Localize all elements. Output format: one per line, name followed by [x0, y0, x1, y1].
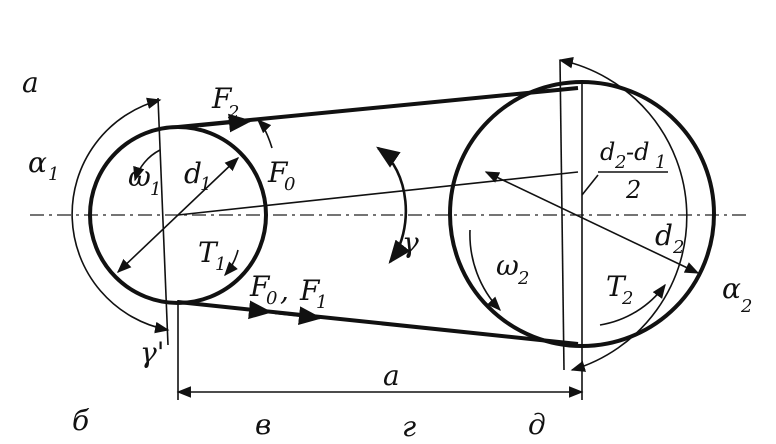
omega2-arrow	[469, 229, 501, 312]
label-T1: T	[198, 236, 219, 269]
label-omega2-sub: 2	[517, 268, 529, 289]
label-T1-sub: 1	[215, 254, 226, 275]
small-pulley-vertical-line	[157, 97, 169, 346]
label-T2-sub: 2	[621, 288, 633, 309]
T2-arrow	[599, 283, 666, 326]
alpha1-arc	[71, 97, 170, 334]
T1-arrow	[224, 249, 239, 277]
label-d2-sub: 2	[672, 237, 684, 258]
label-point-v: в	[255, 408, 271, 441]
fraction-num-d2-sub: 2	[614, 152, 626, 173]
fraction-num-d2: d	[600, 138, 615, 166]
F1-bottom-arrow	[274, 306, 323, 325]
label-alpha2-sub: 2	[740, 296, 752, 317]
label-alpha2: α	[722, 272, 741, 305]
d2-diameter-arrow	[484, 171, 700, 274]
alpha2-arc	[558, 57, 688, 372]
fraction-minus-d: -d	[626, 138, 649, 166]
label-F0-top-sub: 0	[284, 174, 295, 195]
gamma-arc	[376, 146, 411, 264]
label-F0-top: F	[267, 156, 289, 189]
d1-diameter-arrow	[116, 157, 240, 273]
label-d2: d	[655, 219, 673, 252]
label-T2: T	[606, 270, 627, 303]
label-panel-a: а	[22, 66, 39, 99]
fraction-num-d1-sub: 1	[655, 152, 666, 173]
label-F2: F	[211, 82, 233, 115]
label-omega2: ω	[496, 249, 519, 282]
omega1-arrow	[133, 149, 161, 182]
label-omega1-sub: 1	[150, 179, 161, 200]
label-gamma-prime: γ'	[140, 336, 164, 369]
offset-line	[177, 171, 579, 216]
label-d1-sub: 1	[200, 174, 211, 195]
label-F1: F	[299, 274, 321, 307]
label-F2-sub: 2	[227, 102, 239, 123]
fraction-denominator: 2	[625, 176, 641, 204]
label-center-distance: a	[383, 359, 400, 392]
label-point-d: д	[528, 408, 546, 441]
label-comma: ,	[280, 274, 289, 307]
label-point-g: г	[402, 410, 416, 443]
F0-bottom-arrow	[221, 300, 273, 320]
label-panel-b: б	[72, 404, 90, 437]
fraction-leader	[581, 174, 599, 196]
label-F1-sub: 1	[316, 292, 327, 313]
label-alpha1-sub: 1	[48, 164, 59, 185]
label-F0-bottom: F	[249, 270, 271, 303]
label-F0-bottom-sub: 0	[266, 288, 277, 309]
label-omega1: ω	[128, 160, 151, 193]
label-alpha1: α	[28, 146, 47, 179]
F0-top-pointer	[256, 118, 273, 149]
label-gamma: γ	[402, 226, 419, 259]
F2-arrow	[199, 113, 253, 133]
label-d1: d	[184, 157, 202, 190]
